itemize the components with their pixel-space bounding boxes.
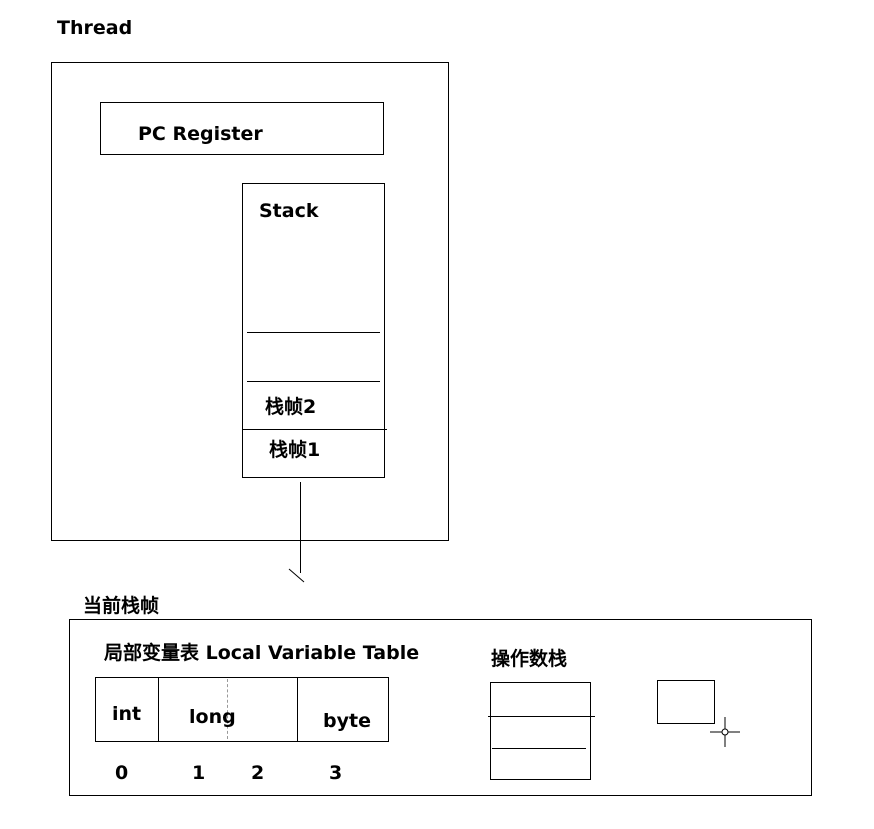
operand-stack-title: 操作数栈: [491, 648, 568, 670]
slot-index-2: 2: [251, 762, 265, 784]
stack-box: [242, 183, 385, 478]
local-variable-table-title: 局部变量表 Local Variable Table: [104, 642, 420, 664]
current-frame-box: [69, 619, 812, 796]
stack-divider: [247, 332, 380, 333]
pc-register-label: PC Register: [138, 123, 263, 145]
slot-index-0: 0: [115, 762, 129, 784]
slot-divider: [158, 677, 159, 742]
slot-index-3: 3: [329, 762, 343, 784]
stack-title: Stack: [259, 200, 319, 222]
local-variable-table-box: [95, 677, 389, 742]
stack-frame-1-label: 栈帧1: [269, 439, 321, 461]
current-frame-title: 当前栈帧: [83, 595, 160, 617]
slot-label-byte: byte: [323, 710, 371, 732]
slot-index-1: 1: [192, 762, 206, 784]
operand-stack-box: [490, 682, 591, 780]
slot-divider: [297, 677, 298, 742]
stack-frame-2-label: 栈帧2: [265, 396, 317, 418]
pc-register-box: [100, 102, 384, 155]
operand-stack-divider: [492, 748, 586, 749]
stack-divider: [242, 429, 387, 430]
slot-label-int: int: [112, 703, 142, 725]
slot-divider-dashed: [227, 679, 228, 739]
thread-title: Thread: [57, 17, 133, 39]
thread-box: [51, 62, 449, 541]
stack-divider: [247, 381, 380, 382]
small-rectangle: [657, 680, 715, 724]
slot-label-long: long: [189, 706, 236, 728]
operand-stack-divider: [488, 716, 595, 717]
connector-line: [300, 482, 301, 573]
